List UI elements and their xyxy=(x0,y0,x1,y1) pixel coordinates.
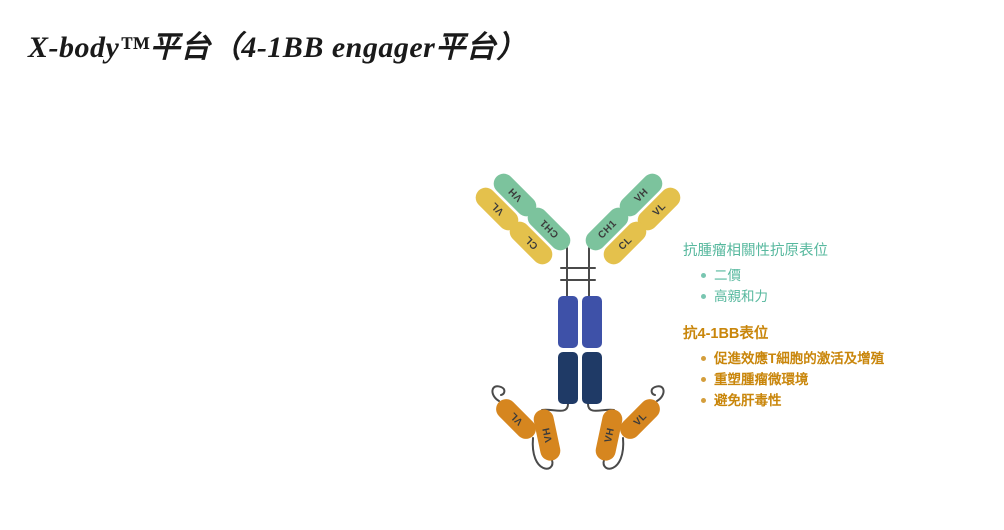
bullet-dot-icon xyxy=(701,398,706,403)
bullet-text: 促進效應T細胞的激活及增殖 xyxy=(714,351,885,366)
scfv-loop-right xyxy=(602,437,625,470)
fab-right-ch1-domain: CH1 xyxy=(585,207,629,251)
annotation-tumor-epitope: 抗腫瘤相關性抗原表位 二價 高親和力 xyxy=(683,239,993,307)
list-item: 重塑腫瘤微環境 xyxy=(701,369,993,390)
fab-left-vl-shape xyxy=(475,187,519,231)
scfv-curl-left xyxy=(491,385,506,402)
fab-right-vl-shape xyxy=(637,187,681,231)
fab-left-cl-shape xyxy=(509,221,553,265)
fab-right-cl-shape xyxy=(603,221,647,265)
fab-left-vh-shape xyxy=(493,173,537,217)
scfv-right-vh-label: VH xyxy=(603,427,617,444)
scfv-left-vh-label: VH xyxy=(541,426,555,443)
list-item: 二價 xyxy=(701,265,993,286)
fab-right-vh-shape xyxy=(619,173,663,217)
fab-right-cl-domain: CL xyxy=(603,221,647,265)
fab-left-ch1-shape xyxy=(527,207,571,251)
bullet-dot-icon xyxy=(701,294,706,299)
fab-right-ch1-shape xyxy=(585,207,629,251)
bullet-dot-icon xyxy=(701,377,706,382)
bullet-text: 二價 xyxy=(714,268,741,283)
annotation-tumor-epitope-list: 二價 高親和力 xyxy=(683,265,993,307)
scfv-left-vh-shape xyxy=(533,409,561,461)
bullet-dot-icon xyxy=(701,356,706,361)
annotation-tumor-epitope-title: 抗腫瘤相關性抗原表位 xyxy=(683,243,828,259)
scfv-right-vl-shape xyxy=(620,399,660,439)
fab-left-cl-domain: CL xyxy=(509,221,553,265)
list-item: 避免肝毒性 xyxy=(701,390,993,411)
ch3-right-domain xyxy=(582,352,602,404)
annotation-41bb-epitope-list: 促進效應T細胞的激活及增殖 重塑腫瘤微環境 避免肝毒性 xyxy=(683,348,993,411)
scfv-right-vl-domain: VL xyxy=(620,399,660,439)
ch3-left-domain xyxy=(558,352,578,404)
fab-right-vl-domain: VL xyxy=(637,187,681,231)
scfv-right-vh-domain: VH xyxy=(595,409,623,461)
bullet-dot-icon xyxy=(701,273,706,278)
list-item: 促進效應T細胞的激活及增殖 xyxy=(701,348,993,369)
bullet-text: 重塑腫瘤微環境 xyxy=(714,372,809,387)
scfv-left-vh-domain: VH xyxy=(533,409,561,461)
scfv-curl-right xyxy=(650,385,665,402)
bullet-text: 高親和力 xyxy=(714,289,768,304)
scfv-loop-left xyxy=(531,437,554,470)
ch2-left-domain xyxy=(558,296,578,348)
fab-right-vh-domain: VH xyxy=(619,173,663,217)
fab-left-vh-domain: VH xyxy=(493,173,537,217)
scfv-left-vl-domain: VL xyxy=(496,399,536,439)
annotation-41bb-epitope: 抗4-1BB表位 促進效應T細胞的激活及增殖 重塑腫瘤微環境 避免肝毒性 xyxy=(683,322,993,411)
annotation-41bb-epitope-title: 抗4-1BB表位 xyxy=(683,326,769,342)
page-title: X-body™平台（4-1BB engager平台） xyxy=(28,31,527,64)
antibody-diagram: VL CL VH CH1 VL CL xyxy=(440,130,740,480)
ch2-right-domain xyxy=(582,296,602,348)
fab-left-vl-domain: VL xyxy=(475,187,519,231)
list-item: 高親和力 xyxy=(701,286,993,307)
scfv-left-vl-shape xyxy=(496,399,536,439)
bullet-text: 避免肝毒性 xyxy=(714,393,782,408)
scfv-right-vh-shape xyxy=(595,409,623,461)
fab-left-ch1-domain: CH1 xyxy=(527,207,571,251)
antibody-svg: VL CL VH CH1 VL CL xyxy=(475,173,681,470)
